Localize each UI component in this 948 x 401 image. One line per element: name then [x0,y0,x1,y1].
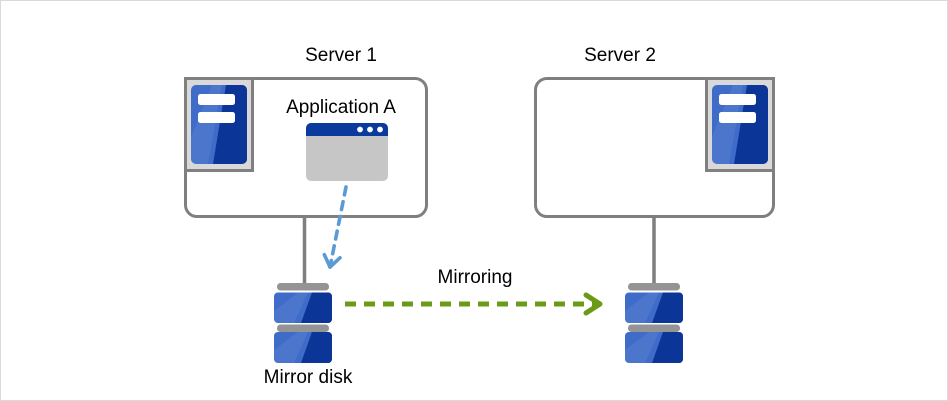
tower-server-icon [184,77,254,172]
mirror-disk-label: Mirror disk [263,367,353,388]
mirroring-label: Mirroring [437,267,513,288]
application-a-label: Application A [286,97,396,118]
server2-title: Server 2 [584,45,656,66]
disk-stack-icon [274,283,332,363]
disk-stack-icon [625,283,683,363]
tower-server-icon [705,77,775,172]
server1-title: Server 1 [305,45,377,66]
app-window-icon [306,123,388,181]
